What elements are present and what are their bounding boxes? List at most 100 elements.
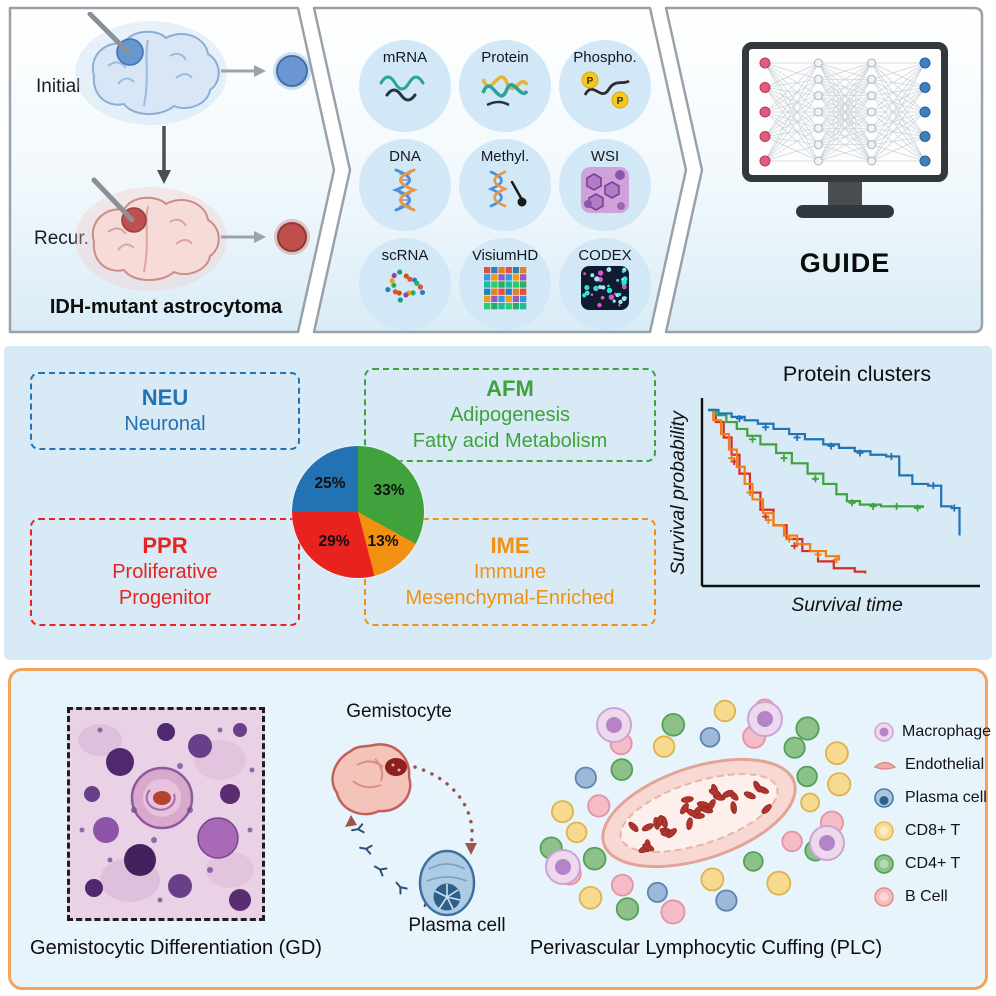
- panel1-caption: IDH-mutant astrocytoma: [49, 296, 283, 318]
- secretion-arrow: [413, 765, 474, 847]
- svg-text:P: P: [617, 96, 624, 107]
- omic-methyl: Methyl.: [459, 139, 551, 231]
- plasma-cell-icon: [874, 787, 894, 808]
- red-blood-cells: [628, 780, 772, 854]
- guide-monitor: [742, 42, 948, 218]
- subtype-box-neu: NEU Neuronal: [30, 372, 300, 450]
- guide-label: GUIDE: [799, 248, 891, 278]
- scrna-icon: [385, 269, 426, 303]
- survival-y-axis-label: Survival probability: [667, 411, 689, 575]
- gemistocyte-cell: [331, 743, 412, 816]
- omic-protein: Protein: [459, 40, 551, 132]
- omic-wsi: WSI: [559, 139, 651, 231]
- immune-cell-cuff: [539, 698, 852, 925]
- cell-legend: Macrophage Endothelial Plasma cell CD8+ …: [873, 715, 991, 913]
- visiumhd-icon: [484, 267, 527, 310]
- plc-caption: Perivascular Lymphocytic Cuffing (PLC): [529, 937, 883, 959]
- neural-network-icon: [759, 57, 931, 167]
- histology-image: [67, 707, 265, 921]
- omic-label: scRNA: [381, 247, 429, 264]
- omic-label: Methyl.: [480, 148, 530, 165]
- omic-label: Phospho.: [573, 49, 637, 66]
- recur-label: Recur.: [34, 228, 89, 249]
- recurrent-brain: [75, 177, 227, 291]
- workflow-top-row: Initial Recur. IDH-mutant astrocyto: [0, 0, 996, 340]
- initial-label: Initial: [36, 76, 81, 97]
- subtype-abbr: NEU: [141, 385, 189, 411]
- wsi-icon: [581, 167, 629, 213]
- dna-icon: [391, 168, 419, 212]
- omic-codex: CODEX: [559, 238, 651, 330]
- legend-row-cd4-t: CD4+ T: [873, 847, 991, 880]
- panel1-chevron: [8, 6, 336, 334]
- omic-label: mRNA: [382, 49, 428, 66]
- monitor-screen: [742, 42, 948, 182]
- recurrent-tumor-sample: [277, 222, 307, 252]
- codex-icon: [581, 266, 629, 310]
- monitor-stand-base: [796, 205, 894, 218]
- b-cell-icon: [874, 886, 894, 907]
- he-stain-illustration: [70, 710, 262, 918]
- subtype-name: Immune: [473, 561, 547, 584]
- monitor-stand-neck: [828, 182, 862, 205]
- legend-label: CD8+ T: [905, 821, 961, 839]
- subtype-name: Mesenchymal-Enriched: [405, 587, 615, 610]
- cd4-t-icon: [874, 853, 894, 874]
- subtype-abbr: PPR: [142, 533, 188, 559]
- omic-label: VisiumHD: [471, 247, 539, 264]
- legend-row-macrophage: Macrophage: [873, 715, 991, 748]
- subtype-box-ppr: PPR Proliferative Progenitor: [30, 518, 300, 626]
- macrophage-icon: [874, 721, 894, 742]
- plasma-cell: [418, 849, 476, 917]
- pie-label-33: 33%: [373, 482, 405, 499]
- pie-label-29: 29%: [318, 533, 350, 550]
- histopathology-section: Gemistocyte: [8, 668, 991, 990]
- subtype-box-afm: AFM Adipogenesis Fatty acid Metabolism: [364, 368, 656, 462]
- gemistocyte-label: Gemistocyte: [346, 701, 452, 722]
- legend-row-plasma-cell: Plasma cell: [873, 781, 991, 814]
- gemistocytic-differentiation-illustration: Gemistocyte: [279, 701, 525, 963]
- survival-x-axis-label: Survival time: [791, 594, 903, 616]
- omic-label: DNA: [389, 148, 421, 165]
- survival-plot-area: [700, 398, 980, 588]
- initial-tumor-sample: [276, 55, 308, 87]
- pie-label-13: 13%: [367, 533, 399, 550]
- legend-label: CD4+ T: [905, 854, 961, 872]
- legend-label: Endothelial: [905, 755, 985, 773]
- survival-chart: Protein clusters Survival probability Su…: [664, 356, 986, 656]
- methylation-icon: [487, 170, 527, 208]
- subtype-abbr: IME: [490, 533, 530, 559]
- omic-label: Protein: [481, 49, 529, 66]
- legend-row-cd8-t: CD8+ T: [873, 814, 991, 847]
- pie-label-25: 25%: [314, 475, 346, 492]
- legend-label: Macrophage: [902, 722, 991, 740]
- subtype-overview-section: NEU Neuronal AFM Adipogenesis Fatty acid…: [4, 346, 992, 660]
- subtype-name: Fatty acid Metabolism: [412, 430, 608, 453]
- subtype-name: Adipogenesis: [449, 404, 571, 427]
- mrna-icon: [379, 75, 425, 102]
- arrow-up-to-gemistocyte: [345, 815, 357, 827]
- phospho-icon: P P: [581, 71, 630, 109]
- perivascular-cuffing-illustration: [539, 698, 852, 925]
- biopsy-needle-icon: [87, 12, 131, 55]
- tumor-sampling-illustration: [75, 12, 311, 291]
- omic-scrna: scRNA: [359, 238, 451, 330]
- omic-label: CODEX: [578, 247, 632, 264]
- legend-label: Plasma cell: [905, 788, 987, 806]
- subtype-name: Neuronal: [124, 413, 206, 436]
- legend-row-endothelial: Endothelial: [873, 748, 991, 781]
- gd-cells-diagram: [331, 743, 477, 917]
- endothelial-icon: [873, 761, 897, 770]
- omic-visiumhd: VisiumHD: [459, 238, 551, 330]
- omic-label: WSI: [590, 148, 620, 165]
- blood-vessel: [601, 757, 797, 869]
- subtype-name: Progenitor: [118, 587, 212, 610]
- subtype-pie-chart: [292, 446, 424, 578]
- omic-dna: DNA: [359, 139, 451, 231]
- protein-icon: [481, 75, 529, 107]
- survival-chart-title: Protein clusters: [782, 362, 932, 386]
- plasma-cell-label: Plasma cell: [408, 915, 506, 936]
- gd-caption: Gemistocytic Differentiation (GD): [30, 937, 322, 959]
- initial-brain: [75, 12, 227, 125]
- cd8-t-icon: [874, 820, 894, 841]
